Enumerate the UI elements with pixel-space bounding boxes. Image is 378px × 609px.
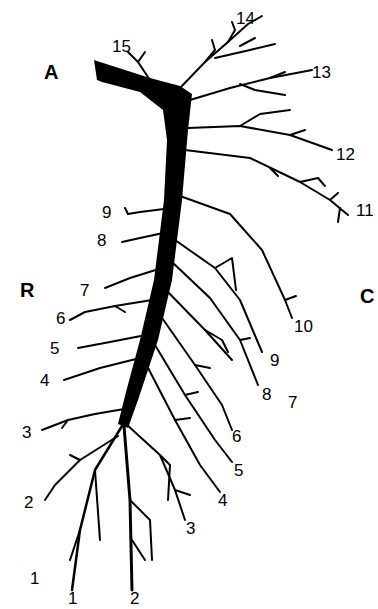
callout-number: 7 [288,394,297,411]
callout-number: 11 [356,202,374,219]
callout-number: 9 [102,204,111,221]
callout-number: 12 [336,146,355,163]
region-letter: C [360,286,374,306]
callout-number: 14 [236,10,255,27]
callout-number: 4 [218,492,227,509]
callout-number: 8 [262,386,271,403]
callout-number: 6 [232,428,241,445]
callout-number: 2 [130,590,139,607]
callout-number: 1 [68,590,77,607]
callout-number: 8 [97,232,106,249]
region-letter: R [20,280,34,300]
callout-number: 10 [294,318,313,335]
callout-number: 1 [30,570,39,587]
callout-number: 3 [186,520,195,537]
main-trunk [94,60,192,428]
callout-number: 2 [24,494,33,511]
callout-number: 4 [40,372,49,389]
callout-number: 15 [112,38,131,55]
callout-number: 9 [270,352,279,369]
callout-number: 6 [56,310,65,327]
callout-number: 3 [22,424,31,441]
callout-number: 5 [234,462,243,479]
callout-number: 7 [80,282,89,299]
callout-number: 5 [50,340,59,357]
callout-number: 13 [312,64,331,81]
region-letter: A [44,62,58,82]
